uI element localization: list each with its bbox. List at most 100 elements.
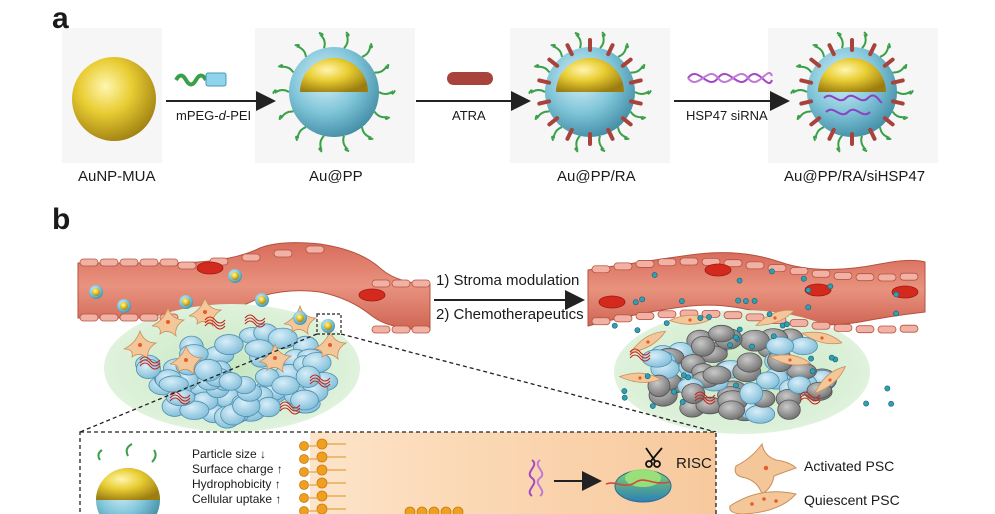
psc-nucleus bbox=[828, 378, 832, 382]
atra-rod bbox=[827, 127, 836, 141]
drug-molecule bbox=[611, 322, 618, 329]
psc-nucleus bbox=[203, 310, 207, 314]
peg-ligand bbox=[879, 127, 892, 141]
peg-ligand bbox=[836, 31, 844, 49]
atra-rod bbox=[620, 116, 633, 127]
drug-molecule bbox=[697, 315, 704, 321]
chemotherapeutic-dots bbox=[611, 268, 900, 409]
collagen-fiber bbox=[139, 356, 161, 364]
collagen-fiber bbox=[204, 319, 226, 327]
psc-nucleus bbox=[646, 340, 650, 344]
drug-molecule bbox=[800, 275, 807, 282]
peg-ligand bbox=[599, 31, 606, 49]
lipid-head bbox=[299, 467, 309, 477]
peg-ligand bbox=[634, 89, 652, 95]
endothelial-cell bbox=[411, 325, 431, 334]
peg-ligand bbox=[598, 135, 606, 153]
tumor-cells-left bbox=[79, 245, 431, 429]
collagen-fiber bbox=[169, 397, 191, 405]
drug-molecule bbox=[634, 327, 641, 334]
drug-molecule bbox=[893, 310, 900, 317]
peg-ligand bbox=[617, 42, 629, 58]
label-au-pp-ra: Au@PP/RA bbox=[557, 168, 636, 185]
peg-ligand bbox=[896, 89, 914, 95]
step-1-label: 1) Stroma modulation bbox=[436, 272, 580, 289]
au-pp-nanoparticle-icon bbox=[289, 47, 379, 137]
peg-ligand bbox=[836, 135, 843, 153]
red-blood-cell bbox=[804, 283, 832, 297]
drug-molecule bbox=[766, 311, 773, 318]
peg-ligand bbox=[630, 64, 646, 74]
collagen-fibers bbox=[139, 314, 821, 415]
endothelial-cell bbox=[899, 324, 919, 333]
psc-nucleus bbox=[328, 343, 332, 347]
panel-a bbox=[62, 28, 938, 163]
zoom-line-left bbox=[79, 333, 318, 433]
panel-b-letter: b bbox=[52, 203, 71, 236]
arrow-2-label: ATRA bbox=[452, 108, 486, 123]
endothelial-cell bbox=[159, 258, 179, 267]
inset-box bbox=[79, 431, 717, 514]
endothelial-cell bbox=[789, 267, 809, 275]
endothelial-cell bbox=[99, 258, 119, 267]
collagen-fiber bbox=[139, 359, 161, 367]
atra-rod bbox=[890, 99, 905, 106]
endothelial-cell bbox=[591, 265, 611, 274]
tumor-cells-right bbox=[591, 257, 919, 424]
psc-nucleus bbox=[273, 356, 277, 360]
sirna-helix-icon bbox=[687, 72, 773, 84]
peg-ligand bbox=[342, 135, 350, 153]
collagen-fiber bbox=[309, 380, 331, 388]
collagen-fiber bbox=[799, 397, 821, 405]
peg-ligand bbox=[318, 31, 326, 49]
peg-ligand bbox=[318, 135, 325, 153]
atra-rod bbox=[628, 78, 643, 85]
endothelial-cell bbox=[657, 310, 677, 319]
drug-molecule bbox=[808, 355, 814, 362]
atra-rod bbox=[537, 99, 552, 106]
tumor-cell bbox=[194, 358, 223, 382]
endothelial-cell bbox=[657, 258, 677, 267]
peg-ligand bbox=[374, 64, 390, 74]
tumor-cell bbox=[271, 375, 300, 396]
peg-ligand bbox=[574, 135, 581, 153]
drug-molecule bbox=[733, 382, 739, 389]
collagen-fiber bbox=[799, 394, 821, 402]
drug-molecule bbox=[888, 400, 895, 407]
endothelial-cell bbox=[139, 258, 159, 267]
collagen-fiber bbox=[204, 316, 226, 324]
drug-molecule bbox=[884, 385, 891, 392]
tumor-cell bbox=[641, 349, 673, 368]
apoptotic-tumor-cell bbox=[702, 365, 732, 385]
tumor-cell bbox=[739, 382, 764, 405]
tumor-cell bbox=[256, 396, 281, 418]
peg-ligand bbox=[272, 89, 290, 95]
circulating-nanoparticles bbox=[89, 269, 335, 333]
lipid-head bbox=[316, 438, 328, 450]
scissors-icon bbox=[645, 447, 663, 468]
tumor-cell bbox=[290, 389, 319, 411]
property-row-2: Surface charge ↑ bbox=[192, 462, 283, 476]
property-row-4: Cellular uptake ↑ bbox=[192, 492, 282, 506]
drug-molecule bbox=[827, 283, 834, 290]
nanoparticle-core bbox=[296, 314, 304, 322]
endothelial-cell bbox=[273, 249, 293, 258]
drug-molecule bbox=[732, 334, 739, 341]
drug-molecule bbox=[735, 297, 742, 304]
collagen-fiber bbox=[169, 391, 191, 399]
label-aunp-mua: AuNP-MUA bbox=[78, 168, 156, 185]
peg-ligand bbox=[795, 64, 813, 74]
endothelial-cell bbox=[305, 245, 325, 254]
red-blood-cell bbox=[704, 263, 732, 277]
atra-rod bbox=[882, 57, 895, 68]
nanoparticle-core bbox=[324, 322, 332, 330]
collagen-fiber bbox=[244, 320, 266, 328]
atra-rod bbox=[547, 116, 560, 127]
collagen-fiber bbox=[169, 394, 191, 402]
endothelial-cell bbox=[855, 325, 875, 334]
tumor-cell bbox=[214, 334, 244, 356]
property-row-3: Hydrophobicity ↑ bbox=[192, 477, 281, 491]
peg-pei-icon bbox=[174, 72, 227, 87]
